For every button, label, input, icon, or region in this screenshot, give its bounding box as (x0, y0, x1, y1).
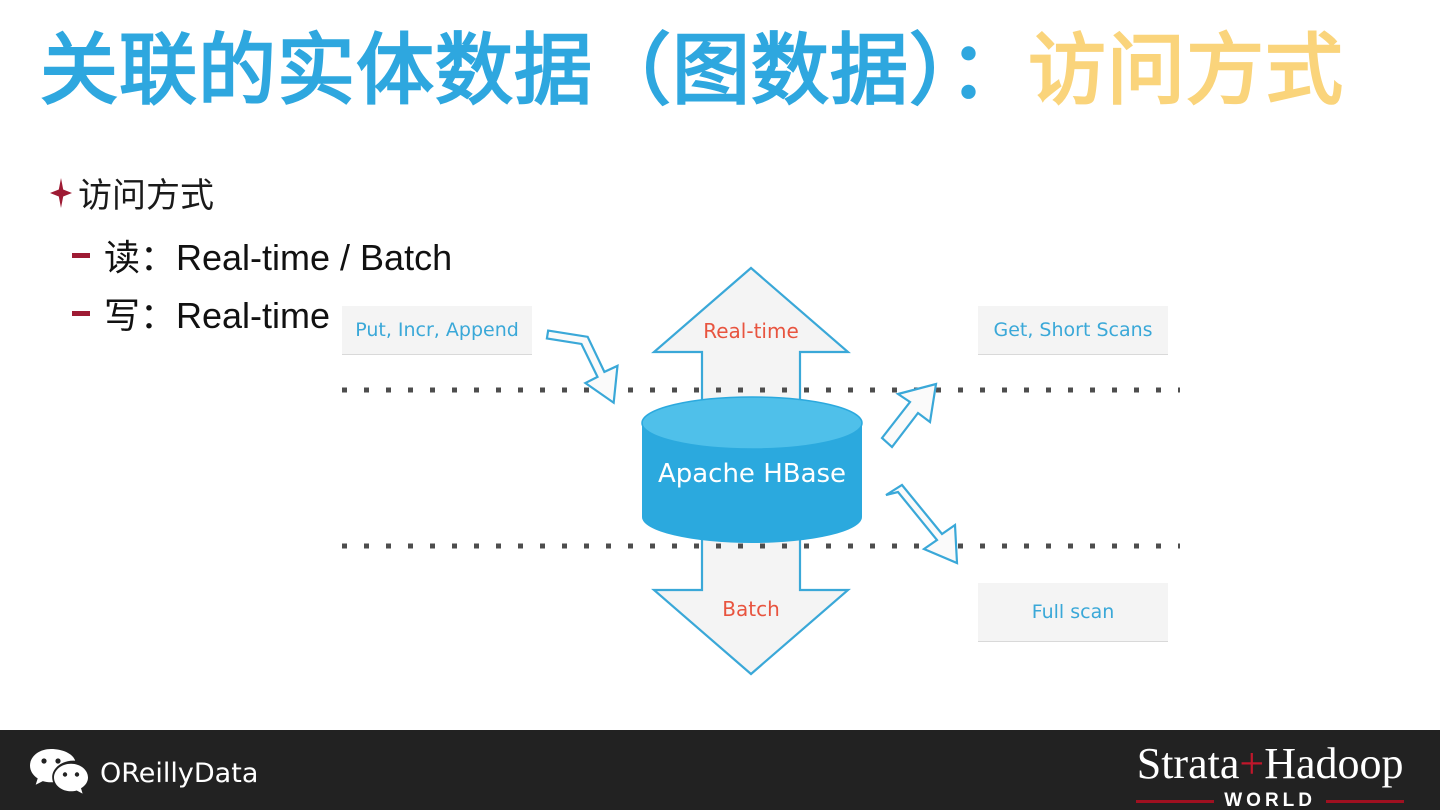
tag-put-incr-append: Put, Incr, Append (342, 306, 532, 355)
wechat-account: OReillyData (28, 746, 258, 801)
tag-get-short-scans: Get, Short Scans (978, 306, 1168, 355)
page-title-main: 关联的实体数据（图数据）： (40, 26, 1029, 114)
strata-hadoop-wordmark: Strata+Hadoop (1136, 742, 1404, 786)
tag-full-scan: Full scan (978, 583, 1168, 642)
tag-put-incr-append-label: Put, Incr, Append (355, 319, 519, 341)
strata-hadoop-world-logo: Strata+Hadoop WORLD (1136, 742, 1404, 810)
hbase-access-diagram: Real-time Batch Apache HBase Put, Incr, … (330, 250, 1190, 690)
wechat-icon (28, 746, 90, 801)
diagram-canvas: Real-time Batch Apache HBase (342, 266, 1180, 676)
page-title: 关联的实体数据（图数据）：访问方式 (40, 26, 1344, 116)
bullet-level2-read: 读：Real-time / Batch (72, 229, 668, 281)
hadoop-word: Hadoop (1264, 739, 1404, 788)
plus-icon: + (1239, 739, 1265, 788)
bullet-level1: 访问方式 (48, 168, 668, 217)
bullet-level1-label: 访问方式 (78, 177, 214, 215)
tag-full-scan-label: Full scan (1031, 601, 1115, 623)
bullet-list: 访问方式 读：Real-time / Batch 写：Real-time (48, 168, 668, 345)
apache-hbase-label: Apache HBase (658, 459, 846, 489)
world-word: WORLD (1224, 790, 1316, 810)
tag-get-short-scans-label: Get, Short Scans (993, 319, 1153, 341)
realtime-arrow-label: Real-time (703, 319, 799, 343)
world-line: WORLD (1136, 790, 1404, 810)
strata-word: Strata (1136, 739, 1240, 788)
dash-bullet-icon (72, 310, 90, 316)
realtime-read-flow-arrow (880, 382, 938, 449)
apache-hbase-cylinder (641, 396, 863, 543)
dash-bullet-icon (72, 252, 90, 258)
batch-read-flow-arrow (885, 483, 959, 565)
star-bullet-icon (48, 176, 74, 210)
page-title-accent: 访问方式 (1028, 26, 1345, 114)
bullet-level2-read-label: 读：Real-time / Batch (104, 237, 453, 278)
rule-left (1136, 799, 1215, 803)
batch-arrow-label: Batch (722, 597, 780, 621)
wechat-account-label: OReillyData (100, 758, 259, 789)
bullet-level2-write: 写：Real-time (72, 287, 668, 339)
bullet-level2-write-label: 写：Real-time (104, 295, 331, 336)
rule-right (1326, 799, 1404, 803)
write-flow-arrow (545, 329, 619, 405)
footer-bar: OReillyData Strata+Hadoop WORLD (0, 730, 1440, 810)
